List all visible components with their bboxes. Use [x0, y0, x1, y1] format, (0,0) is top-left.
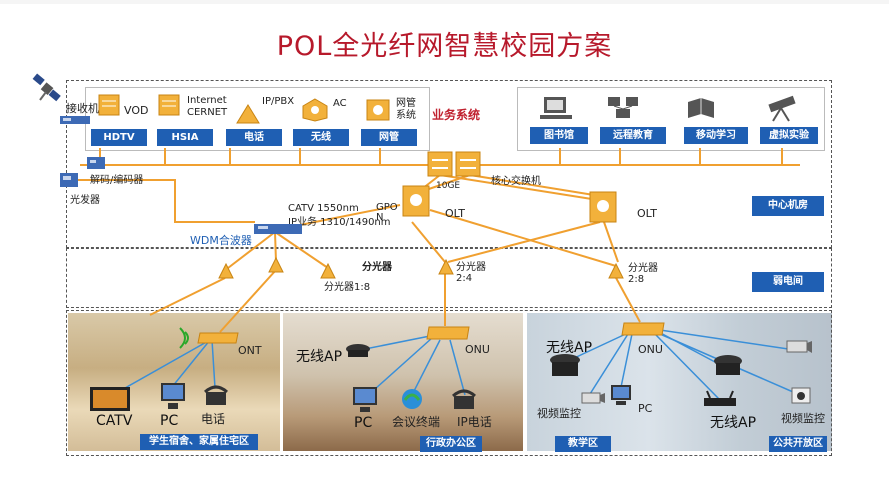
telephone-icon [204, 385, 228, 405]
top-strip [0, 0, 889, 4]
camera-icon [791, 387, 811, 404]
business-system-label: 业务系统 [432, 108, 481, 122]
vod-label: VOD [124, 104, 149, 117]
teach-onu-label: ONU [638, 343, 663, 356]
dorm-area-label: 学生宿舍、家属住宅区 [140, 434, 258, 450]
teach-photo [527, 313, 832, 451]
tab-hsia[interactable]: HSIA [157, 129, 213, 146]
ont-device-icon [197, 332, 239, 344]
ip-phone-icon [452, 389, 476, 409]
wireless-ap-icon [346, 344, 370, 357]
center-room-zone [66, 80, 832, 248]
onu-device-icon [426, 326, 470, 340]
core-switch-icon [427, 151, 481, 177]
tab-wireless[interactable]: 无线 [293, 129, 349, 146]
ippbx-icon [236, 104, 260, 124]
ip-phone-label: IP电话 [457, 415, 492, 429]
admin-ap-label: 无线AP [296, 349, 343, 365]
catv-label: CATV [96, 413, 133, 429]
wdm-device-icon [254, 224, 302, 234]
ip-wavelength-label: IP业务 1310/1490nm [288, 217, 391, 228]
telescope-icon [768, 95, 796, 122]
core-switch-label: 核心交换机 [491, 176, 541, 187]
wireless-ap-icon [714, 355, 742, 375]
dorm-photo [68, 313, 280, 451]
public-ap-label: 无线AP [710, 415, 757, 431]
netmgmt-server-icon [366, 99, 390, 121]
transmitter-label: 光发器 [70, 195, 100, 206]
library-icon [540, 97, 572, 119]
pc-icon [353, 387, 377, 412]
catv-wavelength-label: CATV 1550nm [288, 203, 359, 214]
camera-icon [786, 340, 812, 353]
olt-left-label: OLT [445, 207, 465, 220]
teach-ap-label: 无线AP [546, 340, 593, 356]
ippbx-label: IP/PBX [262, 96, 295, 107]
camera-icon [581, 392, 605, 404]
weak-room-zone [66, 248, 832, 308]
public-area-label: 公共开放区 [769, 436, 827, 452]
codec-device-icon [87, 157, 105, 169]
mobile-learning-icon [688, 98, 714, 118]
pc-icon [611, 385, 631, 405]
splitter-icon [438, 259, 454, 275]
splitter-18-label: 分光器1:8 [324, 282, 371, 293]
vod-server-icon [98, 94, 120, 116]
internet-server-icon [158, 94, 180, 116]
tab-netmgmt[interactable]: 网管 [361, 129, 417, 146]
receiver-device-icon [60, 116, 90, 124]
admin-area-label: 行政办公区 [420, 436, 482, 452]
onu-device-icon [621, 322, 665, 336]
dorm-phone-label: 电话 [201, 412, 226, 426]
ac-label: AC [333, 98, 347, 109]
tv-icon [90, 387, 130, 411]
page-title: POL全光纤网智慧校园方案 [276, 31, 613, 62]
admin-pc-label: PC [354, 415, 373, 431]
center-room-tag: 中心机房 [752, 196, 824, 216]
olt-right-icon [589, 191, 617, 223]
splitter-icon [320, 263, 336, 279]
teach-pc-label: PC [638, 402, 653, 415]
admin-onu-label: ONU [465, 343, 490, 356]
dorm-pc-label: PC [160, 413, 179, 429]
admin-photo [283, 313, 523, 451]
splitter-icon [608, 263, 624, 279]
teach-area-label: 教学区 [555, 436, 611, 452]
internet-label: Internet CERNET [187, 95, 228, 118]
netmgmt-label: 网管 系统 [396, 98, 416, 121]
olt-right-label: OLT [637, 207, 657, 220]
weak-room-tag: 弱电间 [752, 272, 824, 292]
codec-label: 解码/编码器 [90, 175, 144, 186]
ten-ge-label: 10GE [436, 181, 461, 191]
tab-remote-education[interactable]: 远程教育 [600, 127, 666, 144]
tab-virtual-lab[interactable]: 虚拟实验 [760, 127, 818, 144]
wdm-label: WDM合波器 [190, 234, 252, 247]
splitter-icon [268, 257, 284, 273]
wireless-ap-icon [550, 354, 580, 376]
public-camera-label: 视频监控 [781, 412, 825, 425]
gpon-label: GPO N [376, 202, 398, 223]
tab-hdtv[interactable]: HDTV [91, 129, 147, 146]
receiver-label: 接收机 [66, 102, 99, 115]
ac-controller-icon [302, 98, 328, 122]
teach-camera-label: 视频监控 [537, 407, 581, 420]
transmitter-device-icon [60, 173, 78, 187]
conference-terminal-icon [402, 389, 422, 409]
ont-label: ONT [238, 344, 262, 357]
wifi-signal-icon [179, 327, 189, 349]
splitter-icon [218, 263, 234, 279]
remote-education-icon [608, 97, 638, 118]
tab-mobile-learning[interactable]: 移动学习 [684, 127, 748, 144]
splitter-title: 分光器 [362, 262, 392, 273]
tab-library[interactable]: 图书馆 [530, 127, 588, 144]
olt-left-icon [402, 185, 430, 217]
splitter-24-label: 分光器 2:4 [456, 262, 486, 284]
tab-phone[interactable]: 电话 [226, 129, 282, 146]
router-icon [704, 390, 736, 406]
splitter-28-label: 分光器 2:8 [628, 263, 658, 285]
pc-icon [161, 383, 185, 409]
satellite-icon [32, 73, 61, 102]
conference-terminal-label: 会议终端 [392, 415, 441, 429]
area-zone [66, 310, 832, 456]
